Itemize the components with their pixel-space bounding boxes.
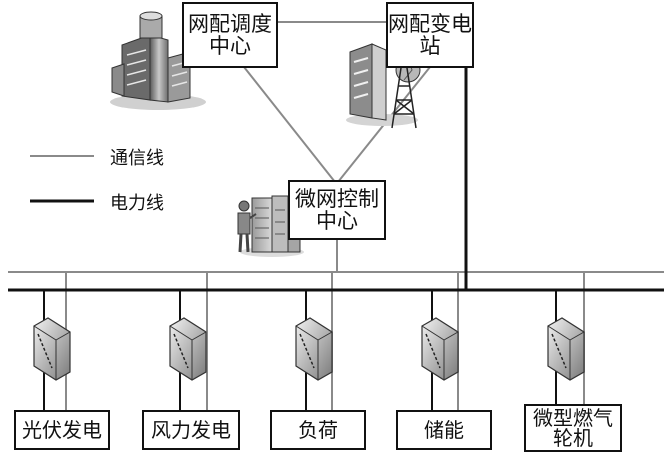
device-box-storage: 储能	[396, 410, 492, 450]
device-box-microturbine: 微型燃气 轮机	[524, 404, 622, 452]
microgrid-control-box: 微网控制 中心	[288, 180, 386, 240]
device-box-pv: 光伏发电	[14, 410, 110, 450]
switch-module-icon-4	[421, 317, 459, 381]
switch-module-icon-5	[547, 317, 585, 381]
switch-module-icon-3	[295, 317, 333, 381]
switch-module-icon-2	[169, 317, 207, 381]
office-building-icon	[110, 11, 206, 110]
dispatch-center-box: 网配调度 中心	[182, 2, 278, 68]
switch-module-icon-1	[33, 317, 71, 381]
substation-box: 网配变电 站	[386, 2, 474, 68]
device-box-wind: 风力发电	[142, 410, 240, 450]
legend-power-label: 电力线	[110, 193, 164, 214]
comm-link-dispatch-control	[243, 66, 336, 183]
legend-comm-label: 通信线	[110, 148, 164, 169]
device-box-load: 负荷	[270, 410, 366, 450]
